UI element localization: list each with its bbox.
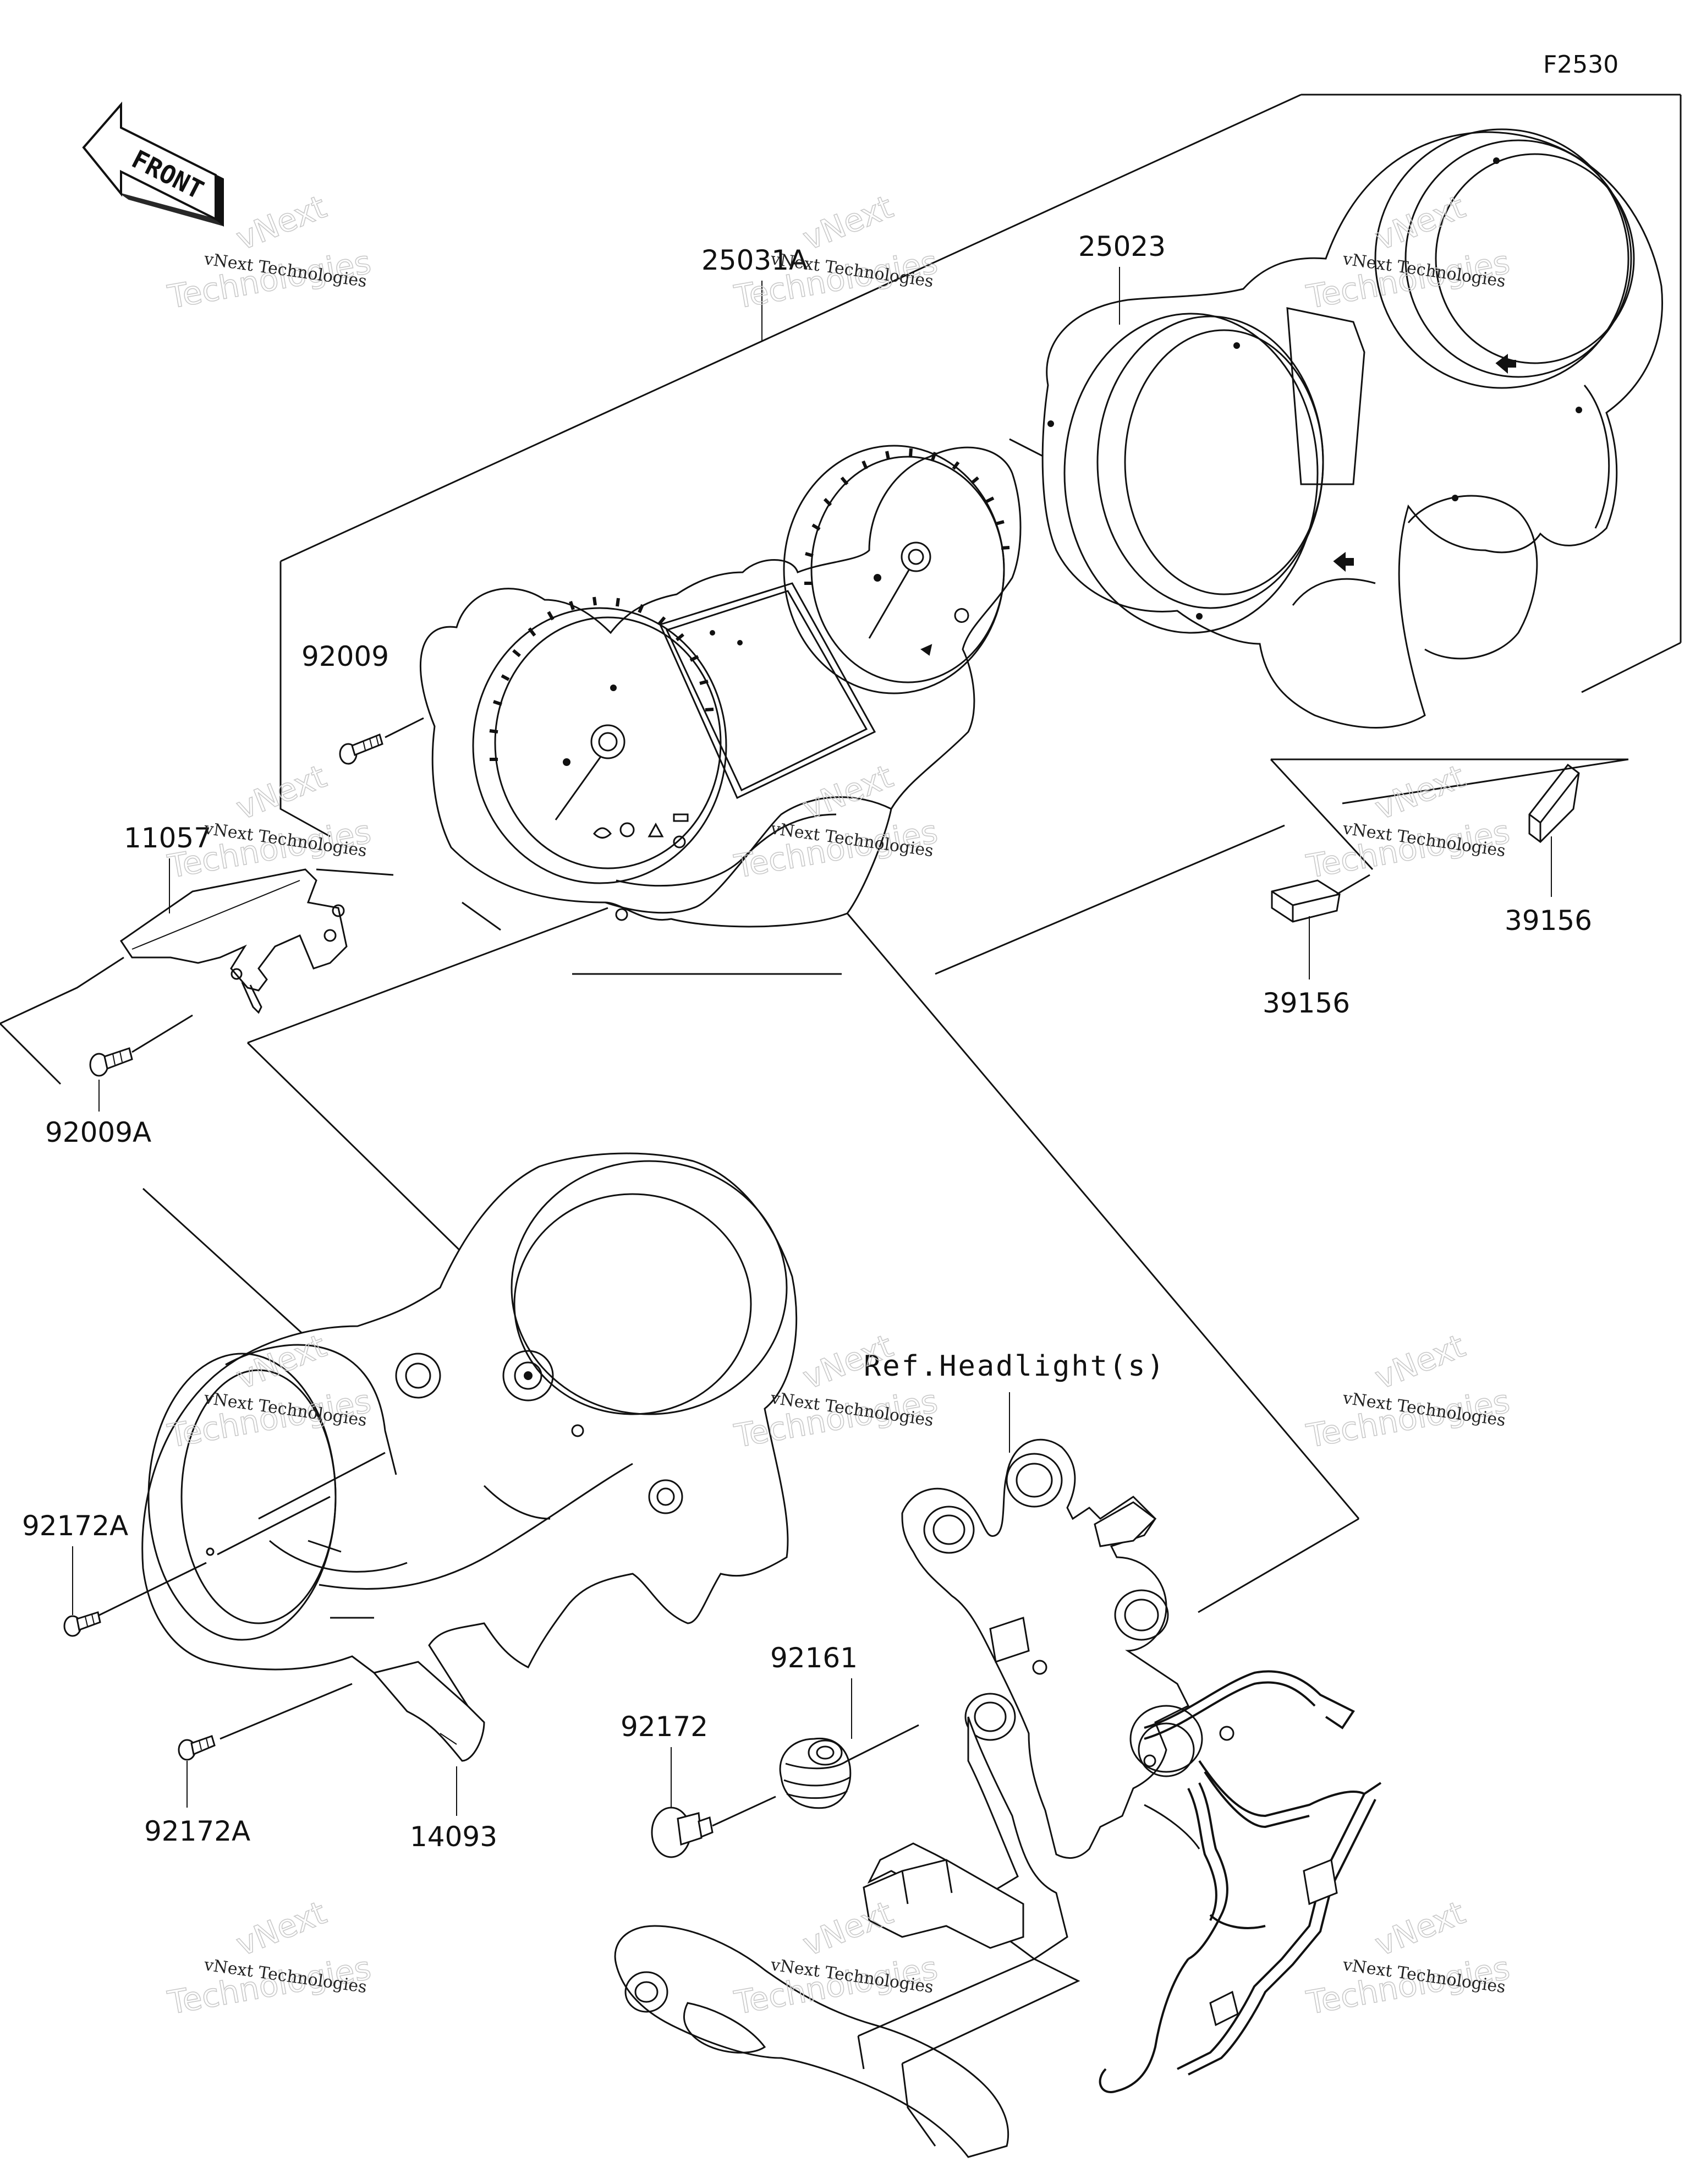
svg-text:vNext: vNext <box>1370 1327 1470 1397</box>
screw-92009 <box>339 717 424 765</box>
part-label-39156-right: 39156 <box>1505 905 1592 937</box>
watermark: vNext Technologies vNext Technologies <box>1303 757 1513 886</box>
right-dial-ticks <box>804 448 1010 585</box>
part-label-92172A-bottom: 92172A <box>144 1815 250 1847</box>
leader-lines <box>72 267 1552 1816</box>
part-label-92009: 92009 <box>301 641 389 672</box>
watermark: vNext Technologies vNext Technologies <box>164 1893 374 2022</box>
svg-text:vNext: vNext <box>798 1893 898 1963</box>
part-label-25031A: 25031A <box>701 244 808 276</box>
part-label-25023: 25023 <box>1078 231 1166 262</box>
meter-cover-14093 <box>82 1152 798 1762</box>
grommet-92161 <box>779 1724 919 1809</box>
part-labels: 25031A 25023 92009 11057 92009A 39156 39… <box>22 231 1592 1853</box>
headlight-bracket <box>614 1438 1382 2158</box>
screw-92009A <box>0 956 193 1085</box>
figure-code: F2530 <box>1543 51 1618 79</box>
meter-assembly-25031A <box>420 445 1022 928</box>
bracket-11057 <box>119 868 394 1014</box>
svg-text:vNext: vNext <box>1370 1893 1470 1963</box>
svg-text:vNext: vNext <box>798 188 898 258</box>
reference-label-headlight: Ref.Headlight(s) <box>864 1350 1166 1383</box>
part-label-39156-left: 39156 <box>1263 987 1350 1019</box>
screw-92172A-bottom <box>178 1735 216 1761</box>
watermark: vNext Technologies vNext Technologies <box>1303 1327 1513 1455</box>
watermark: vNext Technologies vNext Technologies <box>1303 1893 1513 2022</box>
part-label-92161: 92161 <box>770 1642 858 1674</box>
screw-92172 <box>651 1796 776 1858</box>
part-label-92172A-top: 92172A <box>22 1510 128 1542</box>
svg-text:vNext: vNext <box>798 1327 898 1397</box>
front-direction-icon: FRONT <box>82 101 224 227</box>
pad-leader-lines <box>1270 758 1629 871</box>
pad-39156-left <box>1271 874 1370 923</box>
svg-text:vNext: vNext <box>231 1893 332 1963</box>
screw-92172A-top <box>63 1611 101 1637</box>
part-label-11057: 11057 <box>124 822 211 854</box>
left-dial-ticks <box>489 596 714 761</box>
svg-text:vNext: vNext <box>231 188 332 258</box>
watermark: vNext Technologies vNext Technologies <box>164 757 374 886</box>
meter-case-25023 <box>1041 128 1663 729</box>
svg-text:vNext: vNext <box>1370 757 1470 827</box>
pad-39156-right <box>1528 763 1580 843</box>
watermark: vNext Technologies vNext Technologies <box>164 188 374 316</box>
part-label-92172: 92172 <box>621 1711 708 1743</box>
part-label-92009A: 92009A <box>45 1116 151 1148</box>
part-label-14093: 14093 <box>410 1821 497 1853</box>
